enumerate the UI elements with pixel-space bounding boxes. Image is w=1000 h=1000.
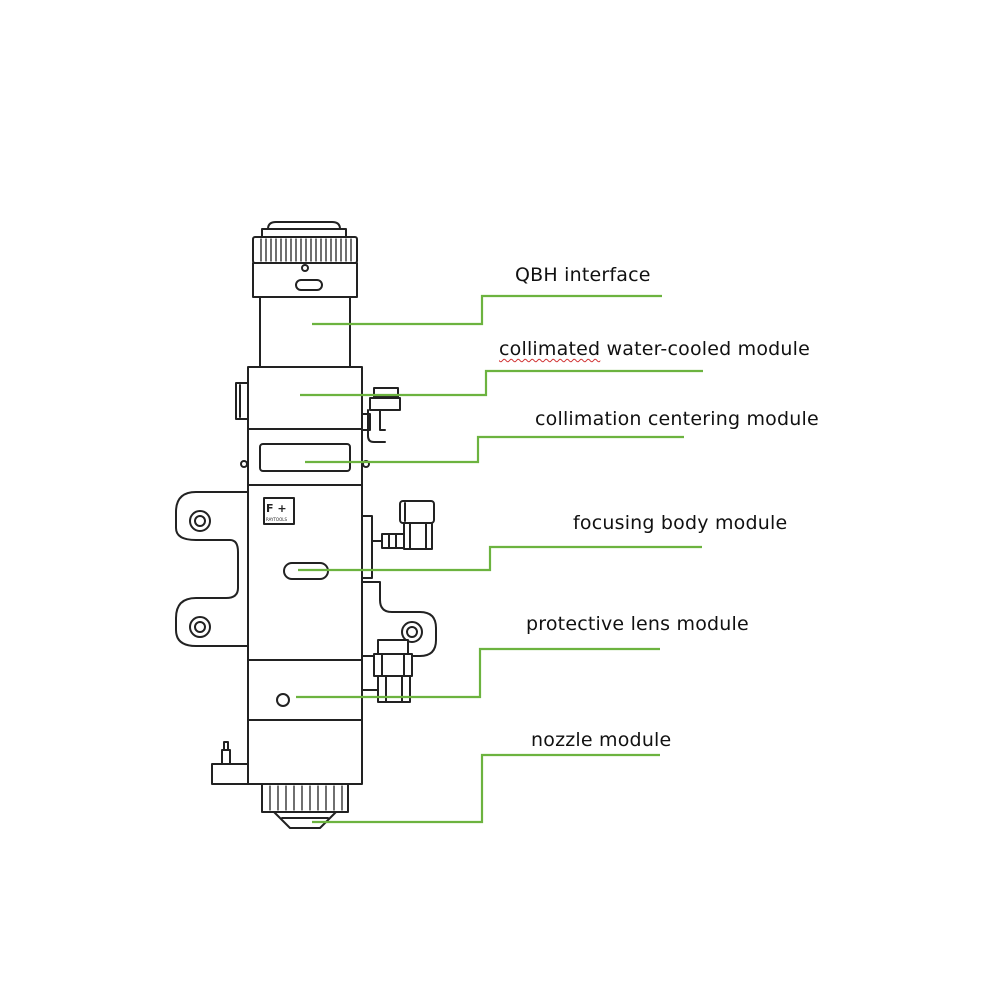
leader-centering: [305, 435, 684, 464]
leader-focusing: [298, 545, 702, 572]
label-collimated-word: collimated: [499, 338, 601, 360]
label-centering-module: collimation centering module: [535, 408, 819, 430]
leader-collimated: [300, 369, 703, 397]
body-marking-line1: F +: [266, 502, 287, 515]
collimated-module: [235, 366, 401, 443]
qbh-connector: [252, 221, 358, 368]
nozzle-module: [211, 719, 363, 829]
body-marking-line2: RAYTOOLS: [266, 517, 287, 522]
leader-nozzle: [312, 753, 660, 824]
label-collimated-rest: water-cooled module: [600, 338, 811, 360]
label-focusing-module: focusing body module: [573, 512, 788, 534]
focusing-body: [247, 484, 435, 661]
label-collimated-module: collimated water-cooled module: [499, 338, 810, 360]
leader-protective: [296, 647, 660, 699]
leader-qbh: [312, 294, 662, 326]
label-nozzle-module: nozzle module: [531, 729, 672, 751]
label-qbh-interface: QBH interface: [515, 264, 651, 286]
mounting-bracket: [175, 491, 437, 657]
label-protective-module: protective lens module: [526, 613, 749, 635]
centering-module: [240, 428, 370, 486]
